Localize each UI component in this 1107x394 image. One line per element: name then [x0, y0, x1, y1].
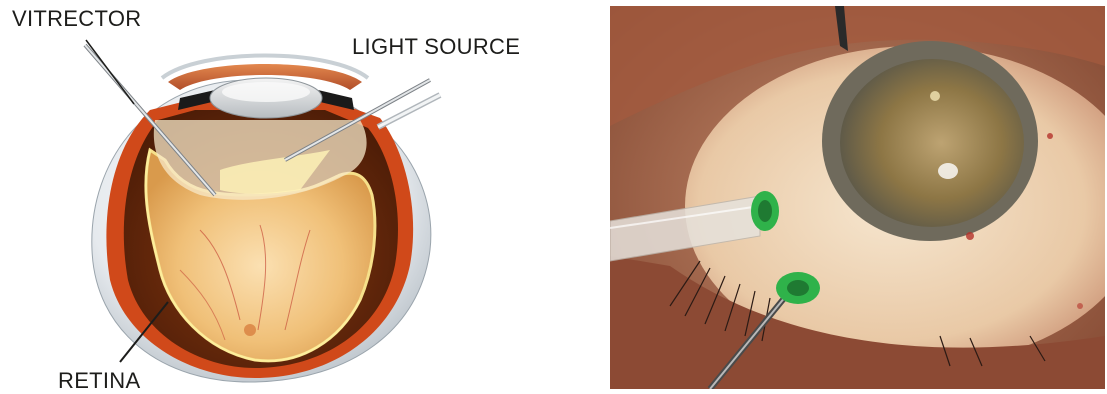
label-retina: RETINA — [58, 368, 140, 394]
lens — [210, 78, 322, 118]
surgical-photo — [610, 6, 1105, 389]
vitrector-leader-line — [86, 40, 134, 104]
label-vitrector: VITRECTOR — [12, 6, 141, 32]
pupil-reflection — [938, 163, 958, 179]
iris-photo — [840, 59, 1024, 227]
trocar-port-lower — [776, 272, 820, 304]
trocar-port-upper — [751, 191, 779, 231]
label-light-source: LIGHT SOURCE — [352, 34, 520, 60]
